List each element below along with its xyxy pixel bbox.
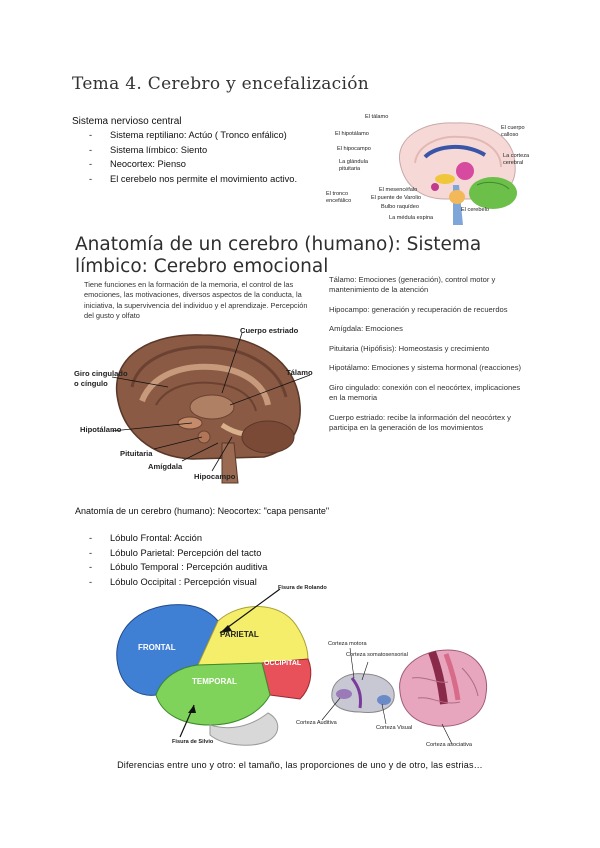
definition-hipocampo: Hipocampo: generación y recuperación de … — [329, 304, 508, 314]
list-item: Lóbulo Occipital : Percepción visual — [72, 575, 372, 590]
limbic-definitions: Tálamo: Emociones (generación), control … — [329, 275, 529, 442]
label-hipocampo: Hipocampo — [194, 472, 236, 481]
lobes-figure: Fisura de Rolando FRONTAL PARIETAL OCCIP… — [100, 585, 335, 750]
list-item: Neocortex: Pienso — [72, 157, 332, 172]
footer-note: Diferencias entre uno y otro: el tamaño,… — [117, 760, 483, 770]
label-bulbo: Bulbo raquídeo — [381, 204, 419, 210]
limbic-intro: Tiene funciones en la formación de la me… — [84, 280, 308, 321]
list-item: El cerebelo nos permite el movimiento ac… — [72, 172, 332, 187]
label-glandula: La glándula pituitaria — [339, 159, 368, 172]
list-item: Sistema reptiliano: Actúo ( Tronco enfál… — [72, 128, 332, 143]
label-fisura-silvio: Fisura de Silvio — [172, 739, 214, 745]
label-corteza-somatosensorial: Corteza somatosensorial — [346, 652, 408, 658]
label-corteza-visual: Corteza Visual — [376, 725, 413, 731]
label-corteza-auditiva: Corteza Auditiva — [296, 720, 337, 726]
label-temporal: TEMPORAL — [192, 677, 237, 686]
label-corteza-asociativa: Corteza asociativa — [426, 742, 473, 748]
definition-hipotalamo: Hipotálamo: Emociones y sistema hormonal… — [329, 363, 522, 373]
label-fisura-rolando: Fisura de Rolando — [278, 585, 327, 591]
label-tronco: El tronco encefálico — [326, 191, 352, 204]
label-giro-cingulado: Giro cingulado o cíngulo — [74, 369, 128, 388]
label-puente: El puente de Varolio — [371, 195, 421, 201]
neocortex-heading: Anatomía de un cerebro (humano): Neocort… — [75, 506, 330, 516]
definition-amigdala: Amígdala: Emociones — [329, 324, 403, 334]
label-hipocampo: El hipocampo — [337, 146, 371, 152]
section-heading: Sistema nervioso central — [72, 116, 182, 127]
limbic-brain-figure: Cuerpo estriado Giro cingulado o cíngulo… — [72, 325, 327, 485]
label-hipotalamo: Hipotálamo — [80, 425, 122, 434]
brain-sagittal-figure: El tálamo El hipotálamo El hipocampo La … — [325, 114, 550, 227]
label-talamo: El tálamo — [365, 114, 389, 120]
cortex-areas-illustration — [321, 647, 488, 745]
label-amigdala: Amígdala — [148, 462, 183, 471]
label-hipotalamo: El hipotálamo — [335, 131, 369, 137]
label-mesencefalo: El mesencéfalo — [379, 187, 418, 193]
label-frontal: FRONTAL — [138, 643, 176, 652]
limbic-heading: Anatomía de un cerebro (humano): Sistema… — [75, 234, 482, 277]
limbic-brain-illustration — [111, 332, 311, 484]
list-item: Lóbulo Parietal: Percepción del tacto — [72, 546, 372, 561]
page-title: Tema 4. Cerebro y encefalización — [72, 74, 369, 94]
label-parietal: PARIETAL — [220, 630, 259, 639]
label-medula: La médula espina — [389, 215, 434, 221]
list-item: Lóbulo Frontal: Acción — [72, 531, 372, 546]
cortex-areas-figure: Corteza motora Corteza somatosensorial C… — [292, 628, 502, 750]
label-corteza-motora: Corteza motora — [328, 641, 367, 647]
label-cuerpo-calloso: El cuerpo calloso — [501, 125, 525, 138]
section-list: Sistema reptiliano: Actúo ( Tronco enfál… — [72, 128, 332, 186]
definition-talamo: Tálamo: Emociones (generación), control … — [329, 275, 496, 295]
definition-pituitaria: Pituitaria (Hipófisis): Homeostasis y cr… — [329, 343, 490, 353]
definition-cuerpo-estriado: Cuerpo estriado: recibe la información d… — [329, 412, 511, 432]
label-talamo: Tálamo — [286, 368, 313, 377]
brain-sagittal-illustration — [399, 122, 517, 225]
list-item: Lóbulo Temporal : Percepción auditiva — [72, 560, 372, 575]
label-cuerpo-estriado: Cuerpo estriado — [240, 326, 299, 335]
list-item: Sistema límbico: Siento — [72, 143, 332, 158]
label-cerebelo: El cerebelo — [461, 207, 489, 213]
lobes-illustration — [116, 588, 312, 746]
section-nervous-system: Sistema nervioso central Sistema reptili… — [72, 116, 332, 186]
label-corteza: La corteza cerebral — [503, 153, 530, 166]
label-pituitaria: Pituitaria — [120, 449, 153, 458]
definition-giro: Giro cingulado: conexión con el neocórte… — [329, 382, 521, 403]
label-occipital: OCCIPITAL — [264, 660, 302, 667]
neocortex-list: Lóbulo Frontal: Acción Lóbulo Parietal: … — [72, 531, 372, 589]
